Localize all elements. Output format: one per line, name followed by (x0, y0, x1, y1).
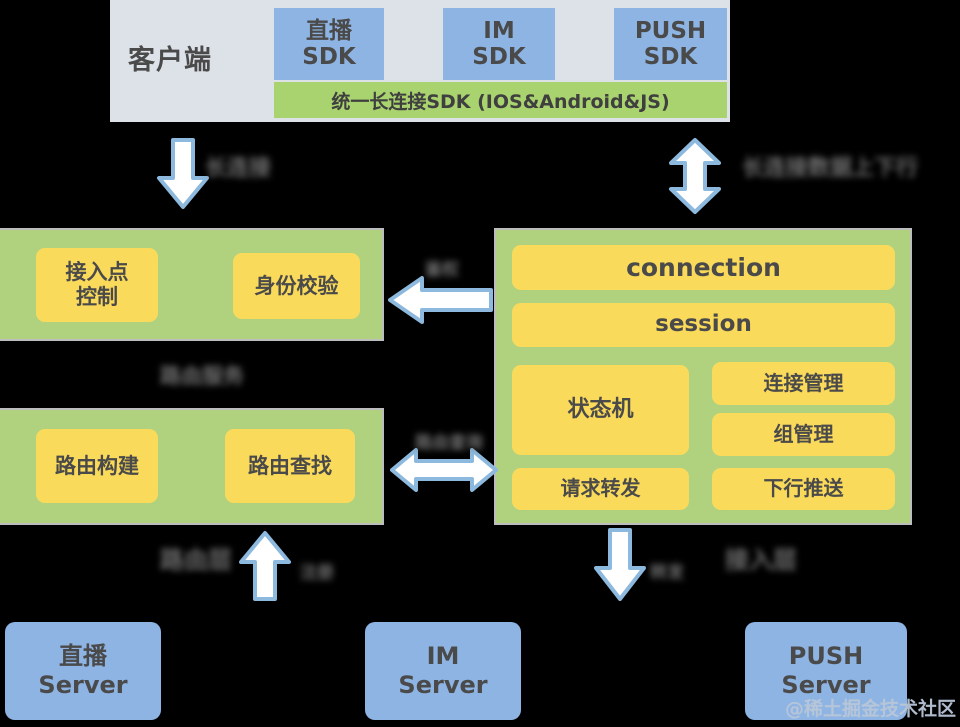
arrow-connection-to-access-icon (388, 276, 493, 324)
unified-sdk-bar: 统一长连接SDK (IOS&Android&JS) (274, 82, 727, 118)
server-live-suffix: Server (38, 671, 128, 699)
box-route-find: 路由查找 (225, 429, 355, 503)
sdk-box-push: PUSH SDK (614, 8, 727, 80)
box-identity-verification: 身份校验 (233, 253, 360, 319)
arrow-connection-to-server-icon (594, 528, 646, 601)
sdk-im-name: IM (483, 17, 515, 44)
sdk-push-name: PUSH (634, 17, 707, 44)
annotation-client-to-connection: 长连接数据上下行 (742, 156, 919, 181)
server-push-name: PUSH (788, 642, 864, 671)
box-group-management-label: 组管理 (773, 421, 834, 446)
box-access-point-control: 接入点 控制 (36, 248, 158, 322)
box-connection-management: 连接管理 (712, 362, 895, 405)
sdk-im-suffix: SDK (472, 44, 526, 70)
box-state-machine: 状态机 (512, 365, 689, 455)
server-im-suffix: Server (398, 671, 488, 699)
annotation-client-to-access: 长连接 (205, 156, 272, 181)
annotation-route-to-connection: 路由查询 (415, 433, 483, 453)
sdk-box-im: IM SDK (443, 8, 555, 80)
annotation-access-route-divider: 路由服务 (160, 364, 244, 388)
server-box-im: IM Server (365, 622, 521, 720)
server-box-push: PUSH Server (745, 622, 907, 720)
sdk-push-suffix: SDK (643, 44, 698, 70)
watermark: @稀土掘金技术社区 (785, 698, 957, 720)
sdk-live-suffix: SDK (302, 44, 356, 70)
server-live-name: 直播 (59, 642, 107, 671)
annotation-connection-to-access: 鉴权 (425, 260, 459, 280)
box-request-forward-label: 请求转发 (560, 476, 641, 501)
box-route-build-label: 路由构建 (55, 453, 139, 478)
server-im-name: IM (426, 642, 460, 671)
box-state-machine-label: 状态机 (567, 397, 634, 423)
sdk-box-live: 直播 SDK (274, 8, 384, 80)
box-connection: connection (512, 245, 895, 290)
box-connection-label: connection (626, 252, 781, 282)
annotation-connection-to-server: 转发 (650, 563, 684, 583)
box-downlink-push-label: 下行推送 (763, 476, 844, 501)
box-route-find-label: 路由查找 (248, 453, 332, 478)
server-box-live: 直播 Server (5, 622, 161, 720)
arrow-server-to-route-icon (239, 531, 291, 601)
client-label: 客户端 (128, 45, 212, 76)
arrow-client-to-access-icon (157, 138, 209, 209)
box-connection-management-label: 连接管理 (763, 370, 844, 395)
arrow-client-to-connection-icon (669, 138, 721, 214)
box-route-build: 路由构建 (36, 429, 158, 503)
server-push-suffix: Server (781, 671, 871, 699)
annotation-connection-panel-name: 接入层 (725, 546, 797, 574)
box-request-forward: 请求转发 (512, 468, 689, 510)
arrow-route-to-connection-icon (390, 448, 498, 492)
annotation-route-panel-name: 路由层 (160, 546, 232, 574)
sdk-live-name: 直播 (306, 17, 352, 44)
box-session: session (512, 303, 895, 347)
box-group-management: 组管理 (712, 413, 895, 456)
annotation-server-to-route: 注册 (300, 563, 334, 583)
box-downlink-push: 下行推送 (712, 468, 895, 510)
box-access-point-control-label: 接入点 控制 (65, 260, 129, 309)
box-session-label: session (655, 311, 752, 338)
box-identity-verification-label: 身份校验 (254, 273, 339, 298)
